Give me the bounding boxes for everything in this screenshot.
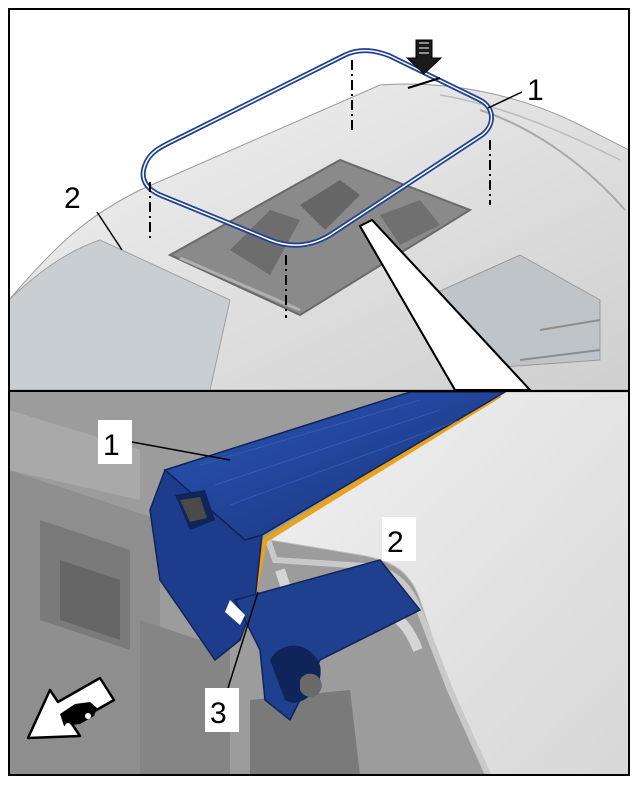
detail-view-panel: 1 2 3 bbox=[9, 392, 629, 775]
detail-leader-seal bbox=[131, 441, 231, 461]
detail-callout-seal: 1 bbox=[103, 429, 120, 462]
car-direction-arrow-icon bbox=[26, 676, 116, 740]
windshield bbox=[9, 239, 231, 390]
detail-callout-adhesive: 3 bbox=[210, 697, 227, 730]
callout-roof: 2 bbox=[64, 182, 81, 215]
callout-seal: 1 bbox=[527, 74, 544, 107]
leader-line-roof bbox=[96, 211, 123, 251]
top-view-panel: 1 2 bbox=[9, 9, 629, 390]
alignment-lines bbox=[149, 60, 491, 318]
leader-line-seal bbox=[487, 91, 523, 109]
detail-callout-panel: 2 bbox=[387, 526, 404, 559]
down-arrow-icon bbox=[405, 39, 443, 75]
detail-leader-adhesive bbox=[227, 591, 259, 689]
